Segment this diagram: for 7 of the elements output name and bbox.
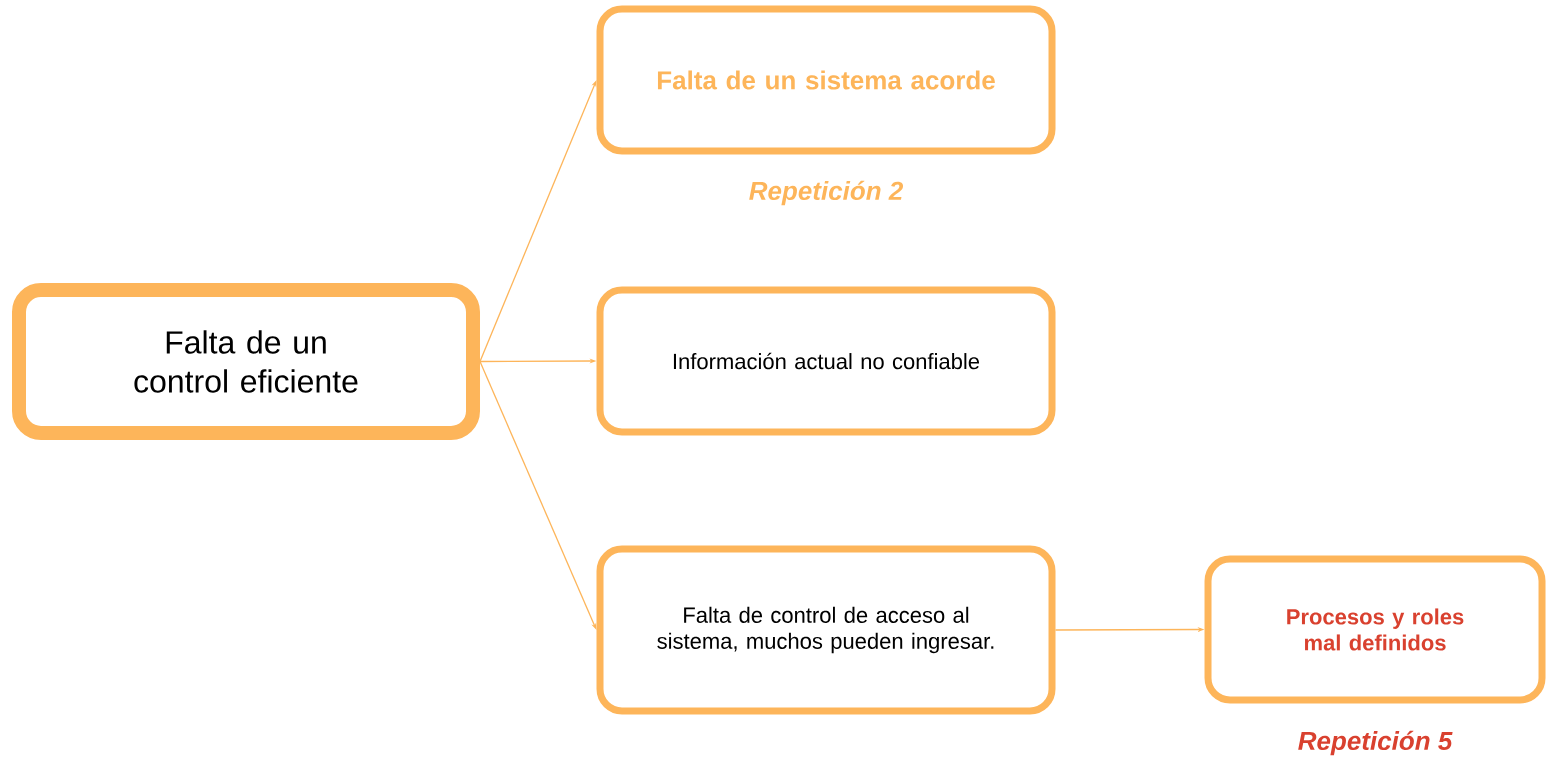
process-box: Falta de un control eficiente	[12, 283, 480, 440]
process-box: Falta de control de acceso al sistema, muchos pueden ingresar.	[596, 545, 1056, 715]
process-box: Procesos y roles mal definidos	[1204, 555, 1546, 704]
process-box: Falta de un sistema acorde	[596, 5, 1056, 155]
repetition-note: Repetición 2	[749, 180, 903, 206]
repetition-note: Repetición 5	[1298, 730, 1453, 756]
process-box: Información actual no confiable	[596, 286, 1056, 436]
